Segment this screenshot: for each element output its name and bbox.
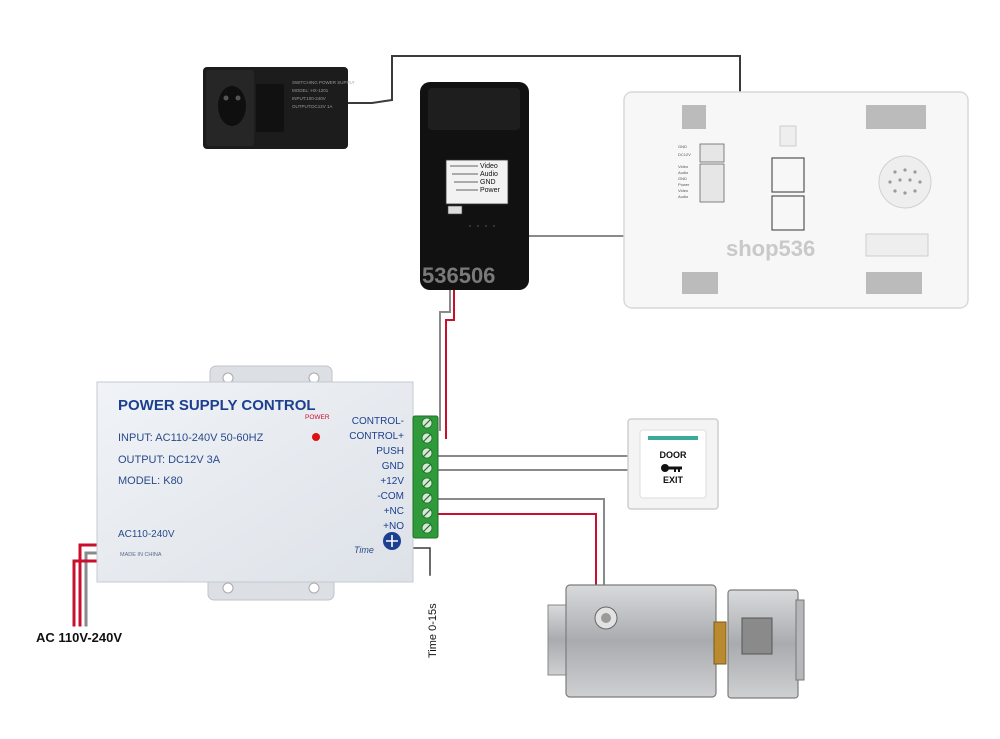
outdoor-port-label: GND <box>480 179 496 186</box>
monitor-port-label: Audio <box>678 170 689 175</box>
indoor-monitor: GND DC12V Video Audio GND Power Video Au… <box>623 91 969 309</box>
power-supply-box: POWER SUPPLY CONTROL INPUT: AC110-240V 5… <box>96 365 414 601</box>
adapter-label-line: OUTPUT:DC12V 1A <box>292 104 333 109</box>
adapter-label-line: INPUT:100-240V <box>292 96 326 101</box>
ac-input-label: AC 110V-240V <box>36 630 122 645</box>
terminal-label: CONTROL- <box>352 416 404 427</box>
terminal-label: PUSH <box>376 446 404 457</box>
monitor-port-label: GND <box>678 144 687 149</box>
key-icon <box>661 464 682 472</box>
terminal-label: CONTROL+ <box>349 431 404 442</box>
terminal-label: +NC <box>384 506 404 517</box>
monitor-port-label: Audio <box>678 194 689 199</box>
exit-button-line1: DOOR <box>660 450 688 460</box>
time-range-label: Time 0-15s <box>427 603 439 658</box>
outdoor-port-label: Video <box>480 163 498 170</box>
box-made-in: MADE IN CHINA <box>120 552 162 558</box>
adapter-label-line: MODEL: HX-1201 <box>292 88 329 93</box>
monitor-vents <box>682 105 926 294</box>
outdoor-port-label: Audio <box>480 171 498 178</box>
power-led-label: POWER <box>305 414 330 421</box>
box-output-spec: OUTPUT: DC12V 3A <box>118 454 221 466</box>
monitor-watermark: shop536 <box>726 236 815 261</box>
outdoor-unit: Video Audio GND Power 536506 <box>420 82 529 290</box>
terminal-labels: CONTROL- CONTROL+ PUSH GND +12V -COM +NC… <box>349 416 404 532</box>
outdoor-port-label: Power <box>480 187 501 194</box>
monitor-port-label: Video <box>678 164 689 169</box>
box-input-spec: INPUT: AC110-240V 50-60HZ <box>118 432 264 444</box>
terminal-label: GND <box>382 461 404 472</box>
monitor-port-label: Video <box>678 188 689 193</box>
box-title: POWER SUPPLY CONTROL <box>118 397 316 414</box>
terminal-label: +12V <box>380 476 404 487</box>
terminal-block <box>412 415 439 539</box>
box-ac-label: AC110-240V <box>118 529 175 540</box>
time-knob-label: Time <box>354 545 374 555</box>
electric-lock <box>547 584 805 699</box>
outdoor-watermark: 536506 <box>422 263 495 288</box>
exit-button-line2: EXIT <box>663 475 684 485</box>
exit-button: DOOR EXIT <box>627 418 719 510</box>
monitor-port-label: Power <box>678 182 690 187</box>
power-adapter: SWITCHING POWER SUPPLY MODEL: HX-1201 IN… <box>203 67 355 149</box>
monitor-port-label: GND <box>678 176 687 181</box>
box-model: MODEL: K80 <box>118 475 183 487</box>
power-led <box>312 433 320 441</box>
adapter-label-line: SWITCHING POWER SUPPLY <box>292 80 355 85</box>
monitor-port-label: DC12V <box>678 152 691 157</box>
terminal-label: +NO <box>383 521 404 532</box>
terminal-label: -COM <box>377 491 404 502</box>
